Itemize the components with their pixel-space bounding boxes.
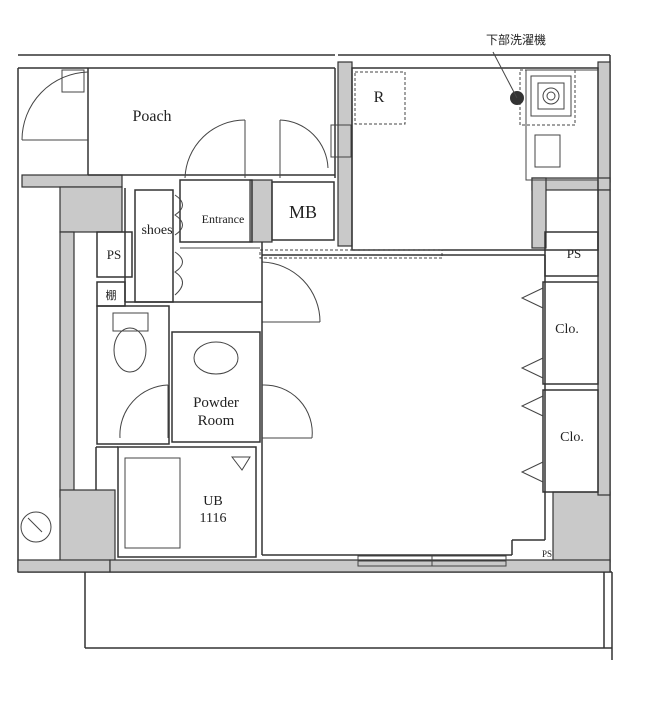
entrance-area	[124, 179, 335, 555]
ps-right-label: PS	[567, 246, 581, 261]
left-service	[96, 231, 170, 445]
unit-bath-label-line2: 1116	[200, 511, 227, 526]
meter-icon	[20, 511, 52, 543]
powder-room-label-line2: Room	[198, 413, 235, 429]
kitchen-area	[259, 51, 599, 259]
shelf-label: 棚	[106, 288, 117, 302]
mb-label: MB	[289, 202, 317, 222]
unit-bath-label-line1: UB	[203, 494, 222, 509]
poach-room	[21, 68, 352, 179]
ps-left-label: PS	[107, 247, 121, 262]
right-storage	[520, 231, 599, 493]
structural-columns	[17, 61, 611, 573]
ps-small-label: PS	[542, 549, 552, 559]
washer-note-label: 下部洗濯機	[486, 32, 546, 47]
unit-bath-area	[95, 446, 257, 558]
powder-room-area	[171, 331, 313, 443]
closet-upper-label: Clo.	[555, 322, 579, 337]
shoes-label: shoes	[141, 223, 172, 238]
poach-label: Poach	[132, 108, 171, 125]
closet-lower-label: Clo.	[560, 430, 584, 445]
refrigerator-label: R	[374, 89, 385, 106]
entrance-label: Entrance	[202, 212, 245, 226]
main-room	[262, 254, 546, 567]
powder-room-label-line1: Powder	[193, 395, 239, 411]
